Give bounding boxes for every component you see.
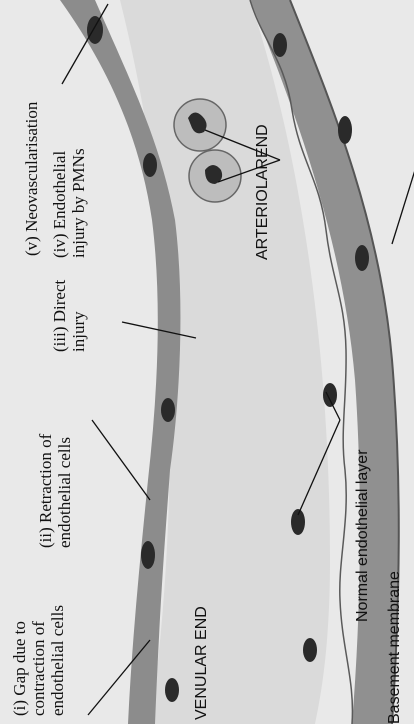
nucleus: [273, 33, 287, 57]
nucleus: [323, 383, 337, 407]
nucleus: [355, 245, 369, 271]
basement-membrane-leader: [392, 154, 414, 244]
direct-injury-label: (iii) Direct injury: [50, 280, 88, 352]
normal-endothelial-layer-label: Normal endothelial layer: [354, 449, 372, 622]
arteriolar-end-label: ARTERIOLAREND: [254, 124, 272, 260]
gap-label: (i) Gap due to contraction of endothelia…: [10, 605, 67, 716]
nucleus: [161, 398, 175, 422]
nucleus: [303, 638, 317, 662]
pmn-injury-label: (iv) Endothelial injury by PMNs: [50, 148, 88, 258]
nucleus: [141, 541, 155, 569]
nucleus: [165, 678, 179, 702]
nucleus: [143, 153, 157, 177]
nucleus: [338, 116, 352, 144]
venular-end-label: VENULAR END: [193, 606, 211, 720]
retraction-label: (ii) Retraction of endothelial cells: [36, 434, 74, 548]
basement-membrane-label: Basement membrane: [386, 571, 404, 724]
neovascularisation-label: (v) Neovascularisation: [22, 102, 41, 256]
nucleus: [87, 16, 103, 44]
retraction-leader: [92, 420, 150, 500]
nucleus: [291, 509, 305, 535]
